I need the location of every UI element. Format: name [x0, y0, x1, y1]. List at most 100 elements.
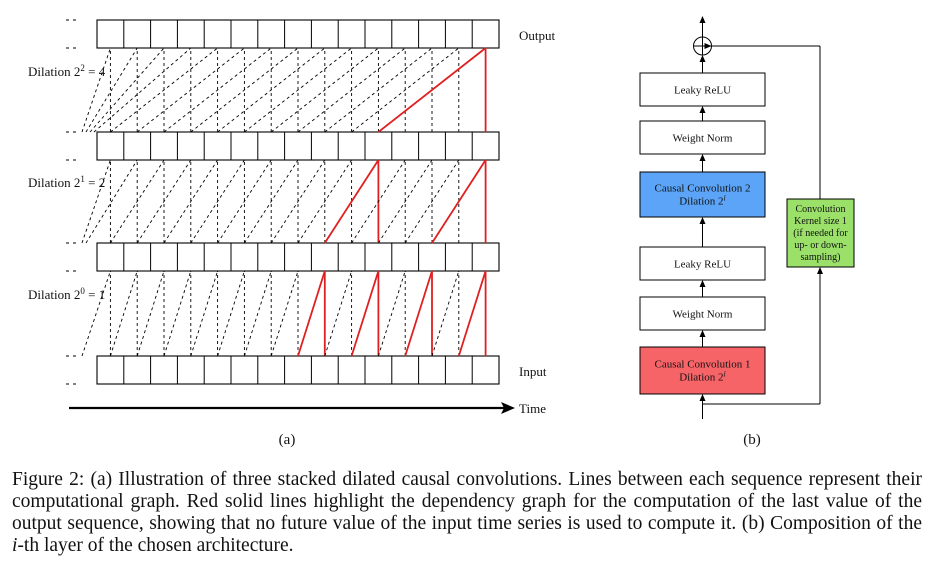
block-leaky-relu-2: Leaky ReLU [639, 72, 766, 107]
time-label: Time [519, 401, 546, 416]
time-arrow-head [501, 402, 515, 414]
sequence-frame [96, 355, 500, 385]
graph-line [270, 47, 379, 133]
dependency-line [404, 270, 433, 357]
block-box [639, 246, 766, 281]
graph-line [89, 47, 165, 133]
graph-line [163, 159, 218, 244]
graph-line [136, 270, 165, 357]
graph-line [81, 159, 111, 244]
graph-line [377, 270, 406, 357]
sequence-row-3 [66, 355, 500, 385]
graph-line [244, 159, 299, 244]
dilation-prefix: Dilation 2 [28, 287, 80, 302]
subfigure-label-a: (a) [279, 432, 296, 448]
dilation-value: = 4 [85, 64, 106, 79]
graph-line [297, 47, 406, 133]
dependency-line [324, 159, 380, 244]
residual-arrow-head [817, 267, 823, 274]
graph-line [163, 270, 192, 357]
flow-arrow-head [699, 280, 706, 287]
sequence-frame [96, 242, 500, 272]
side-block-label: (if needed for [793, 228, 848, 239]
graph-line [136, 47, 245, 133]
graph-line [404, 159, 460, 244]
block-label: Weight Norm [673, 309, 733, 321]
dependency-line [457, 270, 487, 357]
block-weight-norm-1: Weight Norm [639, 296, 766, 331]
dilation-exponent: 1 [80, 174, 85, 184]
block-label: Causal Convolution 2 [655, 183, 751, 195]
graph-line [110, 159, 165, 244]
dilation-exponent: 2 [80, 63, 85, 73]
sequence-frame [96, 19, 500, 49]
graph-line [431, 270, 460, 357]
side-block-label: Kernel size 1 [794, 216, 847, 227]
dilation-exponent: 0 [80, 286, 85, 296]
block-box [639, 296, 766, 331]
graph-line [190, 47, 299, 133]
residual-merge-arrow-head [704, 43, 712, 49]
block-label: Leaky ReLU [674, 85, 731, 97]
input-label: Input [519, 364, 547, 379]
graph-line [93, 47, 192, 133]
graph-line [243, 270, 272, 357]
graph-line [136, 159, 192, 244]
block-box [639, 72, 766, 107]
graph-line [217, 47, 326, 133]
dependency-line [350, 270, 380, 357]
graph-line [190, 159, 245, 244]
flow-arrow-head [699, 217, 706, 224]
dilation-label: Dilation 21 = 2 [28, 174, 105, 190]
dilation-exponent-i: i [724, 370, 726, 379]
dilation-prefix: Dilation 2 [28, 175, 80, 190]
dilation-label: Dilation 20 = 1 [28, 286, 105, 302]
block-box [639, 346, 766, 395]
block-leaky-relu-1: Leaky ReLU [639, 246, 766, 281]
graph-line [244, 47, 352, 133]
figure-caption: Figure 2: (a) Illustration of three stac… [12, 469, 922, 557]
dilation-value: = 1 [85, 287, 105, 302]
output-label: Output [519, 28, 556, 43]
block-sublabel: Dilation 2i [679, 194, 726, 208]
graph-line [81, 47, 111, 133]
graph-line [109, 270, 138, 357]
side-block-label: Convolution [795, 204, 845, 215]
dilation-value: = 2 [85, 175, 105, 190]
flow-arrow-head [699, 106, 706, 113]
dilation-text: Dilation 2 [679, 372, 723, 384]
dilation-prefix: Dilation 2 [28, 64, 80, 79]
sequence-row-2 [66, 242, 500, 272]
output-arrow-head [699, 16, 706, 23]
block-weight-norm-2: Weight Norm [639, 120, 766, 155]
flow-arrow-head [699, 394, 706, 401]
sequence-frame [96, 131, 500, 161]
graph-line [378, 159, 433, 244]
graph-line [270, 270, 299, 357]
block-sublabel: Dilation 2i [679, 370, 726, 384]
graph-line [190, 270, 219, 357]
graph-line [351, 47, 460, 133]
graph-line [324, 270, 353, 357]
block-label: Causal Convolution 1 [655, 359, 751, 371]
graph-line [110, 47, 218, 133]
graph-line [324, 47, 433, 133]
caption-text-2: -th layer of the chosen architecture. [17, 535, 294, 556]
graph-line [270, 159, 326, 244]
graph-line [85, 47, 138, 133]
subfigure-label-b: (b) [743, 432, 761, 448]
block-box [639, 120, 766, 155]
block-label: Leaky ReLU [674, 259, 731, 271]
graph-line [217, 270, 245, 357]
block-box [639, 171, 766, 218]
dilation-text: Dilation 2 [679, 196, 723, 208]
caption-text-1: Figure 2: (a) Illustration of three stac… [12, 469, 922, 534]
flow-arrow-head [699, 154, 706, 161]
flow-arrow-head [699, 330, 706, 337]
graph-line [351, 159, 406, 244]
